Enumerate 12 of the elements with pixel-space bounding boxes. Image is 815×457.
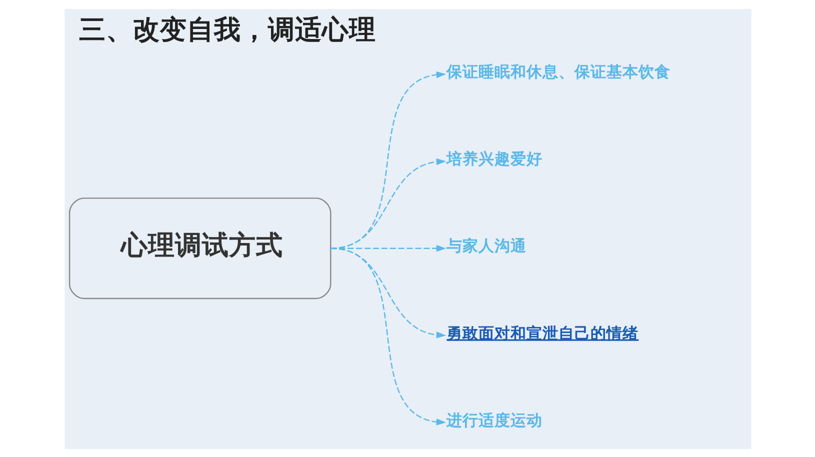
arrow [330,70,446,248]
arrow [330,247,446,425]
diagram-title: 三、改变自我，调适心理 [78,14,376,46]
arrow [330,244,446,252]
node-text: 进行适度运动 [446,410,542,429]
node-text: 培养兴趣爱好 [446,148,542,168]
node-text: 勇敢面对和宣泄自己的情绪 [446,322,638,342]
node-text: 保证睡眠和休息、保证基本饮食 [446,62,670,81]
arrow [330,247,446,338]
node-box: 心理调试方式 [68,197,331,299]
node-text: 与家人沟通 [446,236,526,255]
arrow [330,158,446,248]
